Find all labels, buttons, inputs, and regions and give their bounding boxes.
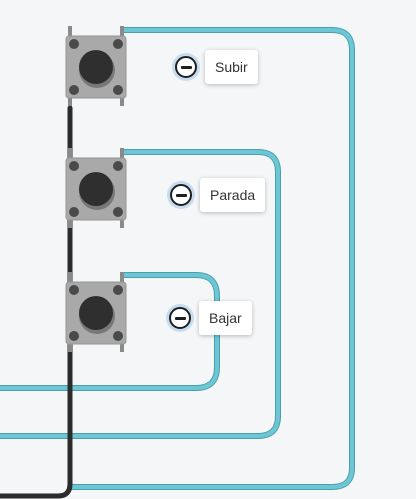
pushbutton-bajar[interactable] <box>62 272 130 352</box>
pushbutton-parada[interactable] <box>62 148 130 228</box>
label-row-subir: Subir <box>175 50 258 84</box>
label-row-parada: Parada <box>170 178 266 212</box>
label-parada[interactable]: Parada <box>200 178 266 212</box>
minus-circle-icon[interactable] <box>170 184 192 206</box>
label-row-bajar: Bajar <box>169 301 252 335</box>
label-bajar[interactable]: Bajar <box>199 301 252 335</box>
label-subir[interactable]: Subir <box>205 50 258 84</box>
minus-circle-icon[interactable] <box>169 307 191 329</box>
minus-circle-icon[interactable] <box>175 56 197 78</box>
pushbutton-subir[interactable] <box>62 26 130 106</box>
